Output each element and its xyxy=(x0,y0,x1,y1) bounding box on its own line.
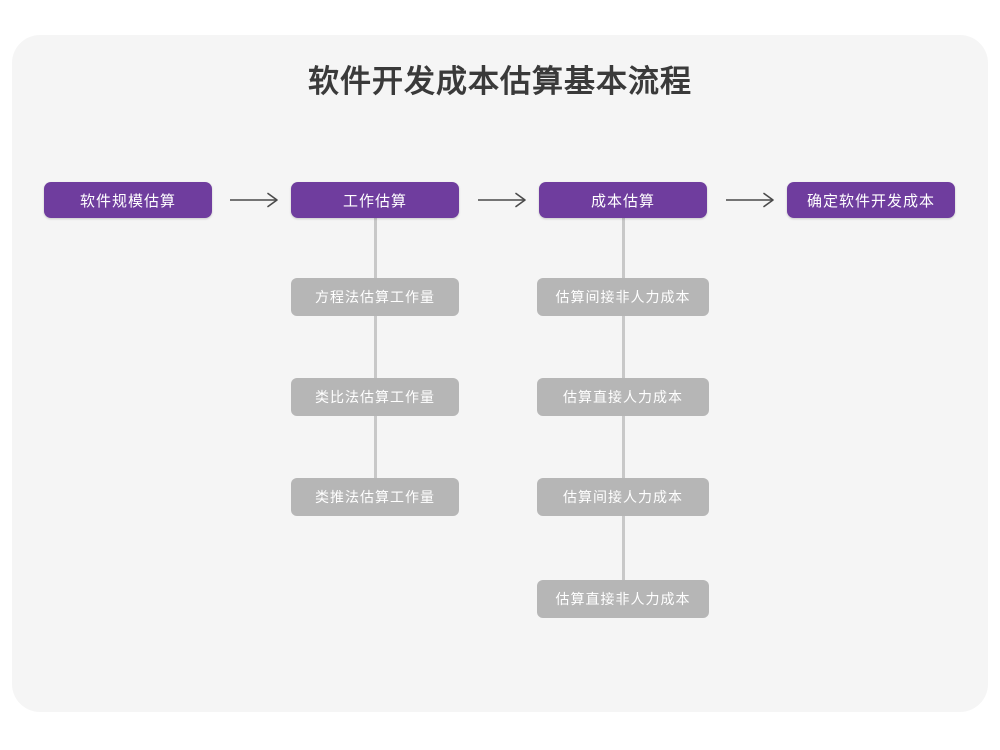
stage-node-3[interactable]: 成本估算 xyxy=(539,182,707,218)
substep-node-3-2[interactable]: 估算直接人力成本 xyxy=(537,378,709,416)
substep-node-2-2[interactable]: 类比法估算工作量 xyxy=(291,378,459,416)
substep-node-3-4-label: 估算直接非人力成本 xyxy=(555,591,691,607)
stage-node-4-label: 确定软件开发成本 xyxy=(806,192,935,210)
diagram-card xyxy=(12,35,988,712)
connector-line-stage-2 xyxy=(374,217,377,513)
substep-node-2-2-label: 类比法估算工作量 xyxy=(315,389,435,405)
stage-node-4[interactable]: 确定软件开发成本 xyxy=(787,182,955,218)
substep-node-2-1[interactable]: 方程法估算工作量 xyxy=(291,278,459,316)
arrow-right-icon-2 xyxy=(476,190,532,210)
substep-node-2-3[interactable]: 类推法估算工作量 xyxy=(291,478,459,516)
stage-node-2[interactable]: 工作估算 xyxy=(291,182,459,218)
stage-node-1-label: 软件规模估算 xyxy=(79,192,176,210)
substep-node-3-3[interactable]: 估算间接人力成本 xyxy=(537,478,709,516)
substep-node-3-2-label: 估算直接人力成本 xyxy=(563,389,683,405)
substep-node-3-1-label: 估算间接非人力成本 xyxy=(555,289,691,305)
arrow-right-icon-3 xyxy=(724,190,780,210)
arrow-right-icon-1 xyxy=(228,190,284,210)
page-title: 软件开发成本估算基本流程 xyxy=(308,64,692,99)
stage-node-1[interactable]: 软件规模估算 xyxy=(44,182,212,218)
stage-node-3-label: 成本估算 xyxy=(590,192,655,210)
substep-node-3-4[interactable]: 估算直接非人力成本 xyxy=(537,580,709,618)
substep-node-2-3-label: 类推法估算工作量 xyxy=(315,489,435,505)
substep-node-3-3-label: 估算间接人力成本 xyxy=(563,489,683,505)
substep-node-3-1[interactable]: 估算间接非人力成本 xyxy=(537,278,709,316)
stage-node-2-label: 工作估算 xyxy=(342,192,407,210)
connector-line-stage-3 xyxy=(622,217,625,615)
substep-node-2-1-label: 方程法估算工作量 xyxy=(315,289,435,305)
